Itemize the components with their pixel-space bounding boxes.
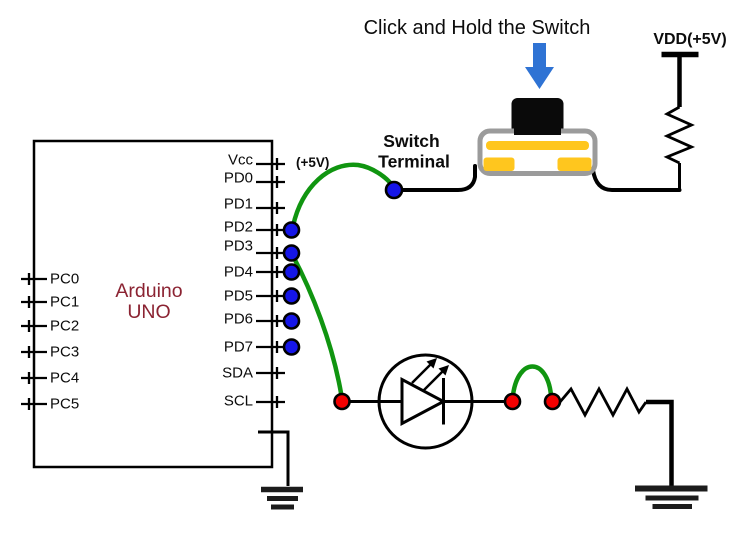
switch-terminal-label-line2: Terminal xyxy=(378,152,450,172)
led-arrow-2-head xyxy=(438,365,449,376)
switch-pad-left xyxy=(483,157,515,171)
led-arrow-1-head xyxy=(426,358,437,369)
pin-label-pd0: PD0 xyxy=(224,170,253,187)
pin-stub-pc5 xyxy=(21,398,47,410)
junction-dot-pd5 xyxy=(282,287,301,305)
ground-symbol-board xyxy=(258,430,303,510)
pin-stub-pc4 xyxy=(21,372,47,384)
pullup-resistor xyxy=(663,105,696,165)
pin-label-pd5: PD5 xyxy=(224,288,253,305)
caption-text: Click and Hold the Switch xyxy=(364,17,591,39)
pin-stub-sda xyxy=(256,367,285,379)
click-arrow-icon xyxy=(525,43,554,89)
pullup-branch: VDD(+5V) xyxy=(653,31,727,190)
led-arrow-1 xyxy=(411,363,432,384)
wire-led-hop xyxy=(510,364,554,398)
junction-dot-pd6 xyxy=(282,312,301,330)
switch-terminal-dot xyxy=(384,180,404,200)
switch-button-base xyxy=(514,125,561,135)
switch-circuit: Switch Terminal VDD(+5V) xyxy=(378,31,727,200)
pin-label-scl: SCL xyxy=(224,393,253,410)
switch-left-wire xyxy=(399,164,477,192)
pin-label-pc0: PC0 xyxy=(50,271,79,288)
left-pins: PC0 PC1 PC2 PC3 PC4 PC5 xyxy=(21,271,79,413)
junction-dot-pd7 xyxy=(282,338,301,356)
led-emission-arrows-icon xyxy=(411,358,449,392)
pin-stub-pd1 xyxy=(256,202,285,214)
junction-dot-pd2 xyxy=(282,221,301,239)
pin-stub-pd5 xyxy=(256,290,285,302)
wire-pd2-to-switch xyxy=(290,162,395,229)
pin-label-pd6: PD6 xyxy=(224,311,253,328)
right-pins: Vcc PD0 PD1 PD2 PD3 PD4 PD5 PD6 PD7 SDA … xyxy=(222,152,285,410)
pin-label-pd1: PD1 xyxy=(224,196,253,213)
led-node-left xyxy=(333,392,351,411)
pin-stub-pd3 xyxy=(256,247,285,259)
led-node-right xyxy=(543,392,562,411)
series-resistor xyxy=(558,386,648,418)
tactile-switch[interactable] xyxy=(477,98,598,176)
pin-junction-dots xyxy=(282,221,301,356)
ground-symbol-right xyxy=(635,485,708,509)
pin-label-pd2: PD2 xyxy=(224,219,253,236)
pin-stub-pc3 xyxy=(21,346,47,358)
series-resistor-lead xyxy=(646,399,674,486)
pin-stub-pc0 xyxy=(21,273,47,285)
pin-label-pd4: PD4 xyxy=(224,264,253,281)
pin-label-pc1: PC1 xyxy=(50,294,79,311)
pin-label-pd7: PD7 xyxy=(224,339,253,356)
ground-lead xyxy=(258,430,290,486)
pin-stub-vcc xyxy=(256,158,285,170)
arduino-board: PC0 PC1 PC2 PC3 PC4 PC5 Vcc PD0 PD1 PD2 … xyxy=(21,139,303,510)
pin-stub-pd2 xyxy=(256,224,285,236)
pin-label-pd3: PD3 xyxy=(224,238,253,255)
arduino-outline xyxy=(32,139,274,469)
pin-label-vcc: Vcc xyxy=(228,152,254,169)
led-node-mid xyxy=(503,392,522,411)
led-arrow-2 xyxy=(422,370,444,392)
pin-label-sda: SDA xyxy=(222,365,253,382)
junction-dot-pd3 xyxy=(282,244,301,262)
pin-stub-pd6 xyxy=(256,315,285,327)
switch-pad-right xyxy=(557,157,592,171)
pin-stub-pc1 xyxy=(21,296,47,308)
board-name-line2: UNO xyxy=(127,301,170,323)
pin-label-pc2: PC2 xyxy=(50,318,79,335)
pin-stub-pd0 xyxy=(256,176,285,188)
switch-right-wire xyxy=(591,168,682,192)
vcc-note-label: (+5V) xyxy=(296,155,329,170)
junction-dot-pd4 xyxy=(282,263,301,281)
board-name-line1: Arduino xyxy=(115,280,182,302)
pin-label-pc5: PC5 xyxy=(50,396,79,413)
switch-contact-bar xyxy=(486,141,589,150)
pin-stub-pc2 xyxy=(21,320,47,332)
switch-terminal-label-line1: Switch xyxy=(383,131,439,151)
pin-stub-pd7 xyxy=(256,341,285,353)
wire-pd3-to-led xyxy=(290,253,344,396)
pin-label-pc4: PC4 xyxy=(50,370,79,387)
led-circuit xyxy=(333,353,708,509)
pin-label-pc3: PC3 xyxy=(50,344,79,361)
vdd-label: VDD(+5V) xyxy=(653,31,726,48)
pin-stub-pd4 xyxy=(256,266,285,278)
pin-stub-scl xyxy=(256,396,285,408)
